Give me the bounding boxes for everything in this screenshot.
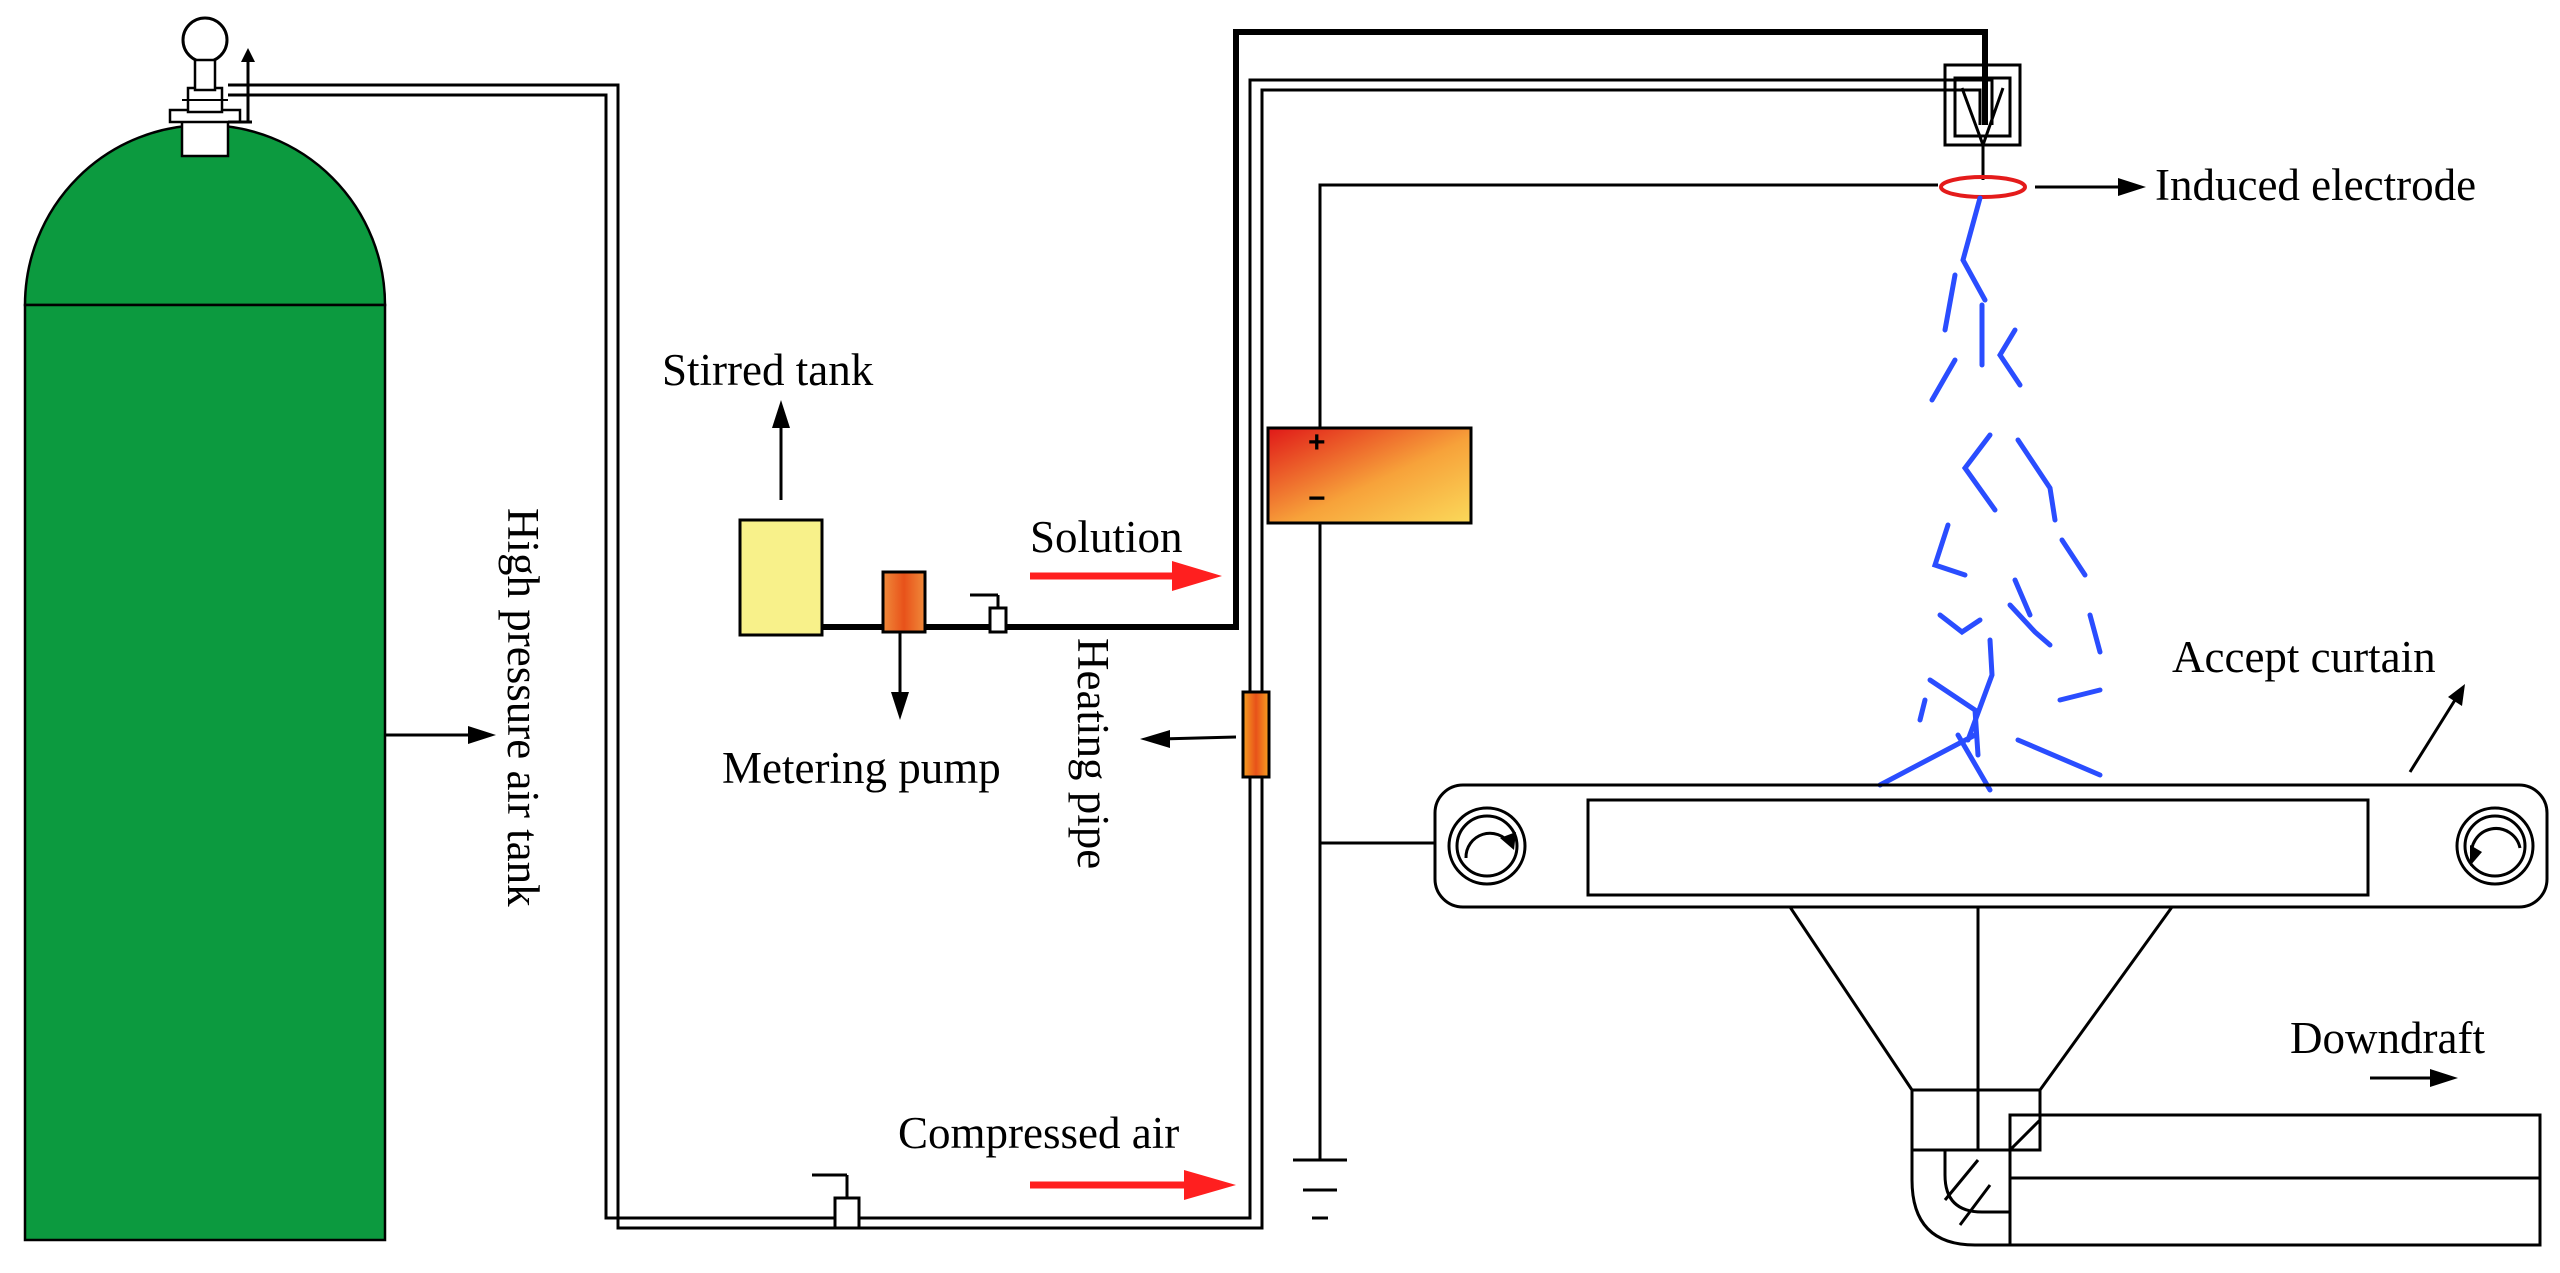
solution-valve [970,593,1008,634]
downdraft-label: Downdraft [2290,1013,2485,1063]
tank-label-arrow [385,726,496,744]
accept-curtain-conveyor [1433,783,2549,909]
stirred-tank-arrow [772,400,790,500]
heating-pipe [1241,690,1271,779]
metering-pump-arrow [891,633,909,720]
roller-arrowhead-left [1500,832,1516,850]
heating-pipe-arrow [1140,730,1237,748]
compressed-air-pipe [228,78,1994,1230]
downdraft-arrow [2370,1069,2458,1087]
downdraft-duct [1910,1113,2542,1247]
suction-hopper [1788,906,2174,1152]
spinneret [1943,63,2022,180]
compressed-air-label: Compressed air [898,1108,1179,1158]
high-pressure-air-tank-label: High pressure air tank [498,508,548,907]
induced-electrode-label: Induced electrode [2155,160,2476,210]
heating-pipe-label: Heating pipe [1068,638,1118,869]
metering-pump-label: Metering pump [722,743,1001,793]
stirred-tank-label: Stirred tank [662,345,874,395]
air-valve [812,1173,861,1230]
induced-electrode-arrow [2035,178,2146,196]
solution-flow-arrow [1030,561,1222,591]
electrode-wire [1318,183,1938,1160]
compressed-air-flow-arrow [1030,1170,1236,1200]
accept-curtain-arrow [2408,684,2465,773]
stirred-tank [738,518,824,637]
metering-pump [881,570,927,634]
high-pressure-air-tank [23,16,387,1242]
ground-symbol [1293,1158,1347,1220]
roller-arrowhead-right [2470,845,2482,866]
fiber-jet [1877,195,2103,793]
induced-electrode-ring [1939,175,2027,199]
high-voltage-supply [1266,426,1473,525]
solution-pipe [820,29,1988,630]
supply-positive-sign: + [1308,426,1326,459]
solution-label: Solution [1030,512,1183,562]
accept-curtain-label: Accept curtain [2172,632,2436,682]
supply-negative-sign: − [1308,482,1326,515]
